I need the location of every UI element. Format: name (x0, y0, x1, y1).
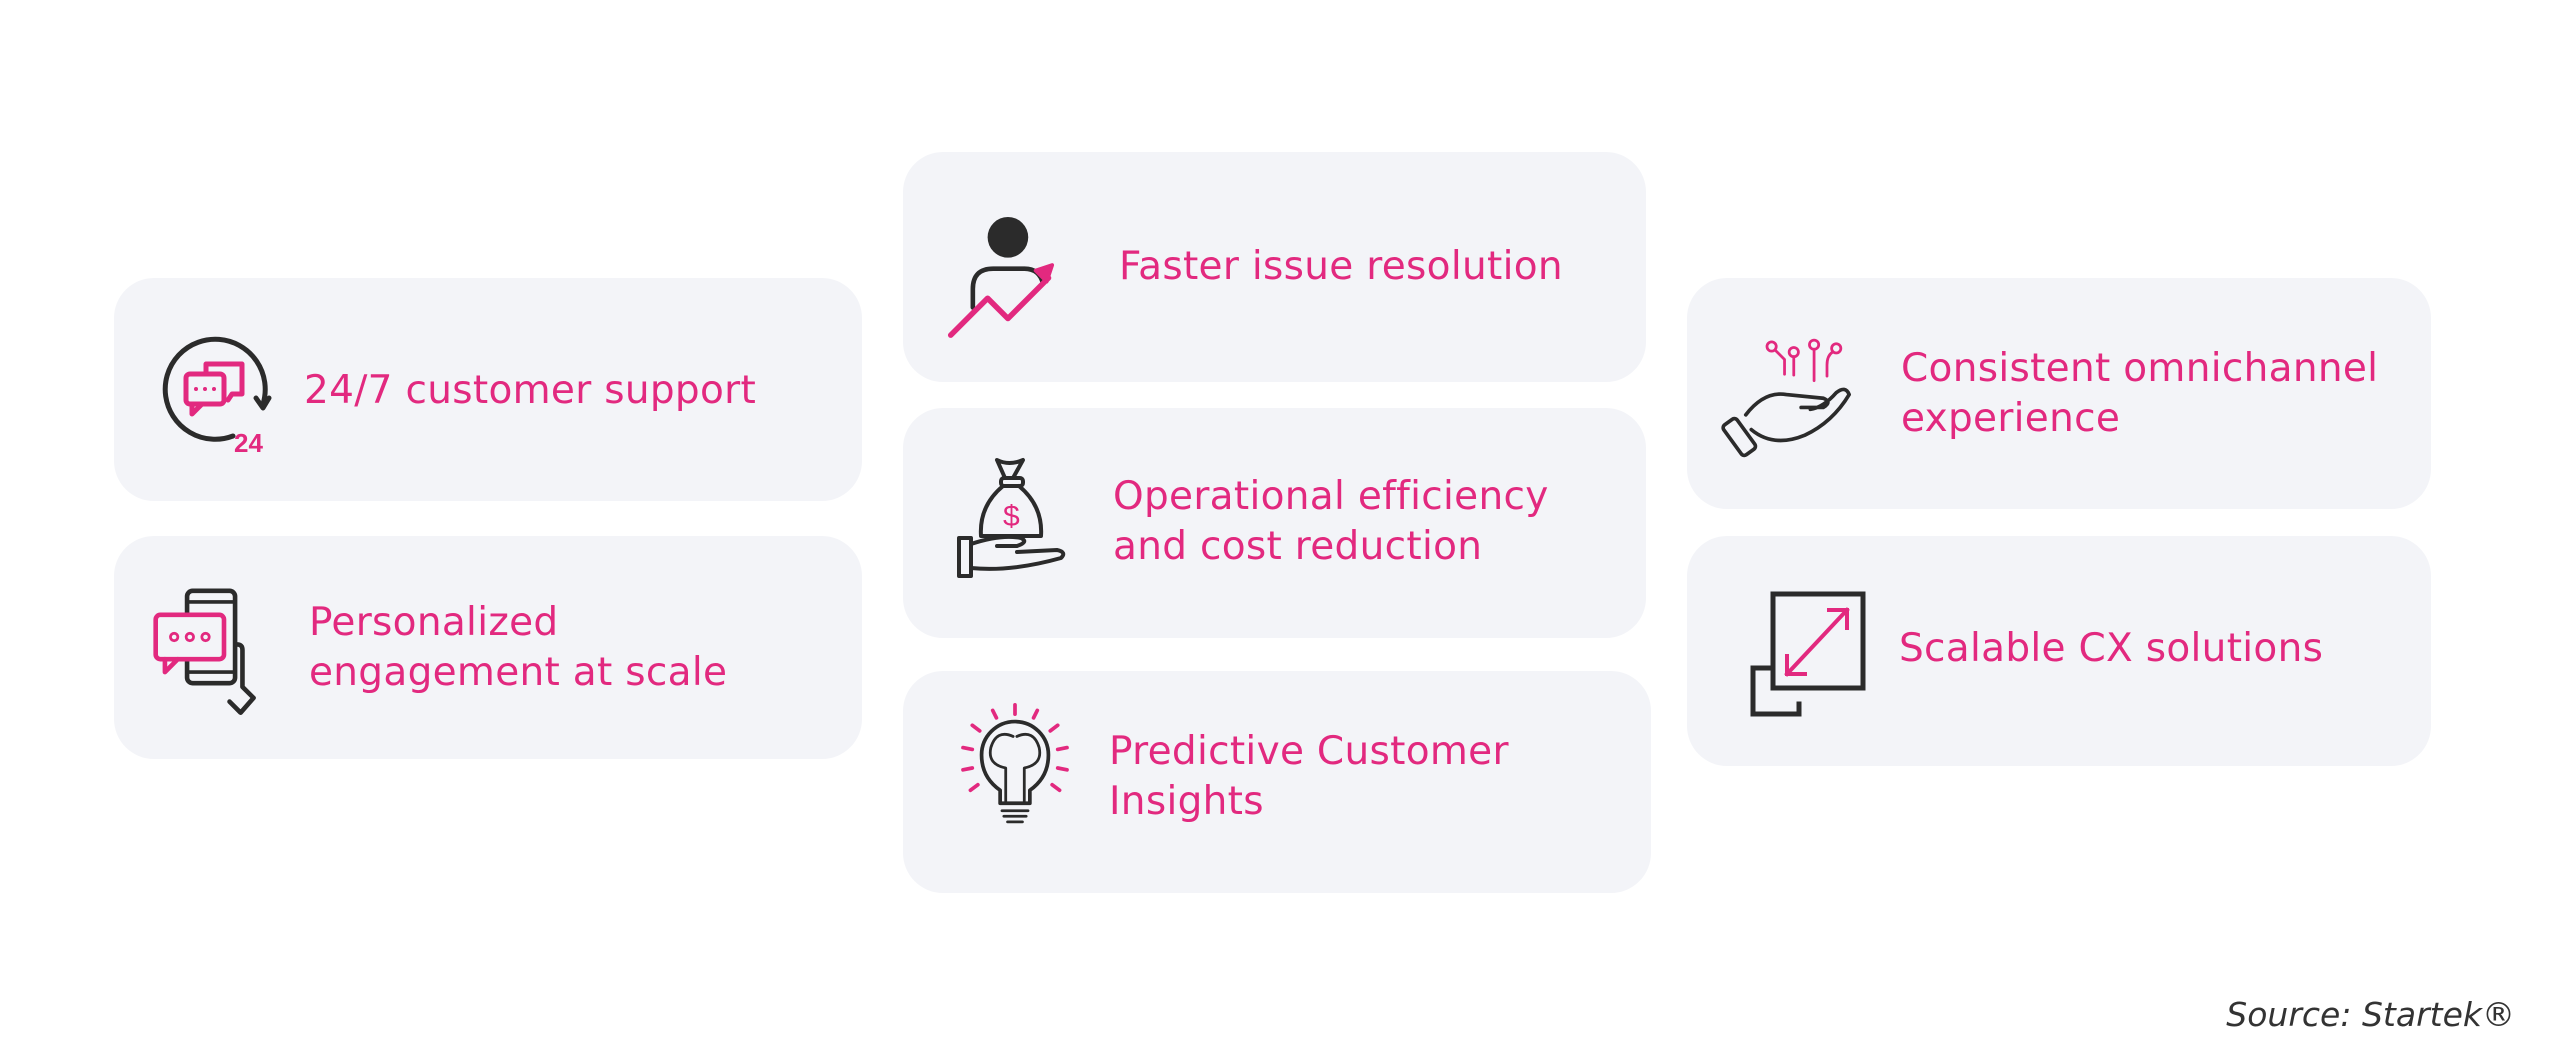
card-label: 24/7 customer support (304, 368, 757, 413)
money-bag-hand-icon: $ (957, 456, 1077, 586)
svg-text:24: 24 (234, 428, 263, 458)
label-line: experience (1901, 396, 2121, 441)
card-24-7-support: 24 24/7 customer support (114, 278, 862, 501)
card-operational-efficiency: $ Operational efficiency and cost reduct… (903, 408, 1646, 638)
card-personalized-engagement: Personalized engagement at scale (114, 536, 862, 759)
card-label: Predictive Customer Insights (1109, 727, 1509, 827)
chat-24-hours-icon: 24 (158, 326, 278, 458)
card-scalable-cx: Scalable CX solutions (1687, 536, 2431, 766)
label-line: Consistent omnichannel (1901, 346, 2379, 391)
label-line: Insights (1109, 779, 1264, 824)
card-label: Consistent omnichannel experience (1901, 344, 2378, 444)
label-line: Predictive Customer (1109, 729, 1509, 774)
card-label: Personalized engagement at scale (309, 598, 727, 698)
source-credit: Source: Startek® (2226, 995, 2515, 1034)
brain-lightbulb-icon (955, 703, 1075, 833)
label-line: Personalized (309, 600, 559, 645)
person-growth-arrow-icon (947, 212, 1067, 342)
card-predictive-insights: Predictive Customer Insights (903, 671, 1651, 893)
card-label: Scalable CX solutions (1899, 626, 2324, 671)
label-line: engagement at scale (309, 650, 728, 695)
card-label: Faster issue resolution (1119, 244, 1563, 289)
scale-arrow-icon (1749, 591, 1869, 722)
hand-network-icon (1721, 336, 1851, 466)
card-omnichannel: Consistent omnichannel experience (1687, 278, 2431, 509)
label-line: and cost reduction (1113, 524, 1483, 569)
card-label: Operational efficiency and cost reductio… (1113, 472, 1549, 572)
svg-text:$: $ (1003, 500, 1020, 533)
card-faster-resolution: Faster issue resolution (903, 152, 1646, 382)
label-line: Operational efficiency (1113, 474, 1549, 519)
phone-chat-icon (152, 584, 272, 715)
